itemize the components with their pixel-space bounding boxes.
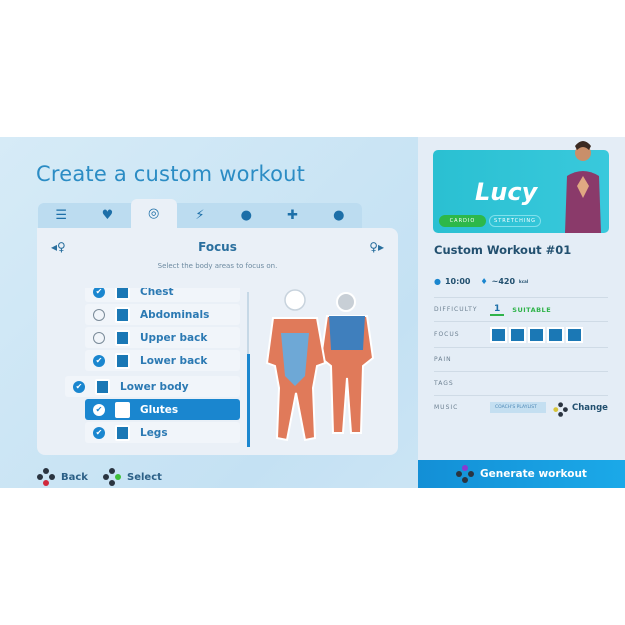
tab-cardio[interactable]: ♥ (84, 203, 130, 228)
body-map-figure (265, 289, 375, 442)
tag-cardio: CARDIO (439, 215, 486, 227)
focus-row[interactable]: FOCUS (434, 321, 608, 347)
abdominals-icon (115, 306, 130, 323)
music-row[interactable]: MUSIC COACH'S PLAYLIST Change (434, 395, 608, 419)
list-item-upper-back[interactable]: Upper back (85, 327, 240, 348)
legs-icon (115, 424, 130, 441)
prev-tab-bumper-icon[interactable]: ◂♀ (51, 240, 66, 254)
generate-workout-button[interactable]: Generate workout (418, 460, 625, 488)
bolt-icon: ⚡ (195, 208, 205, 223)
lower-body-icon (547, 326, 564, 343)
gamepad-y-button-icon (553, 401, 568, 417)
checkbox-checked-icon: ✔ (73, 380, 85, 393)
page-title: Create a custom workout (36, 162, 306, 186)
target-icon: ◎ (148, 206, 160, 221)
trainer-name: Lucy (475, 178, 538, 206)
tab-profile[interactable]: ● (316, 203, 362, 228)
workout-summary-panel: Lucy CARDIO STRETCHING Custom Workout #0… (418, 137, 625, 488)
back-figure (319, 292, 375, 434)
timer-icon: ● (434, 277, 441, 286)
next-tab-bumper-icon[interactable]: ♀▸ (369, 240, 384, 254)
list-item-chest[interactable]: ✔Chest (85, 288, 240, 302)
person-icon: ● (333, 208, 345, 223)
lower-back-icon (509, 326, 526, 343)
lower-body-icon (95, 378, 110, 395)
difficulty-value: 1 (490, 304, 505, 316)
pain-row[interactable]: PAIN (434, 347, 608, 371)
list-item-lower-back[interactable]: ✔Lower back (85, 350, 240, 371)
chest-icon (115, 288, 130, 300)
body-area-list: ✔Chest Abdominals Upper back ✔Lower back… (65, 288, 245, 450)
tags-row[interactable]: TAGS (434, 371, 608, 395)
clock-icon: ● (240, 208, 252, 223)
list-item-lower-body[interactable]: ✔Lower body (65, 376, 240, 397)
workout-name: Custom Workout #01 (434, 243, 572, 257)
bandage-icon: ✚ (287, 208, 298, 223)
upper-back-icon (115, 329, 130, 346)
checkbox-checked-icon: ✔ (93, 354, 105, 367)
sliders-icon: ☰ (55, 208, 67, 223)
tab-intensity[interactable]: ⚡ (177, 203, 223, 228)
tab-duration[interactable]: ● (223, 203, 269, 228)
screen: Create a custom workout ☰ ♥ ◎ ⚡ ● ✚ ● ◂♀… (0, 137, 625, 488)
tab-settings[interactable]: ☰ (38, 203, 84, 228)
tab-focus[interactable]: ◎ (130, 199, 177, 228)
gamepad-a-button-icon (103, 468, 121, 486)
list-item-abdominals[interactable]: Abdominals (85, 304, 240, 325)
gamepad-x-button-icon (456, 465, 475, 483)
flame-icon: ♦ (480, 277, 488, 286)
scrollbar-thumb[interactable] (247, 354, 250, 447)
music-playlist: COACH'S PLAYLIST (490, 402, 546, 413)
legs-icon (566, 326, 583, 343)
focus-panel: ◂♀ ♀▸ Focus Select the body areas to foc… (37, 228, 398, 455)
list-item-glutes[interactable]: ✔Glutes (85, 399, 240, 420)
select-hint[interactable]: Select (103, 468, 162, 486)
back-hint[interactable]: Back (37, 468, 88, 486)
change-music-button[interactable]: Change (572, 402, 608, 413)
checkbox-empty-icon (93, 308, 105, 321)
lower-back-icon (115, 352, 130, 369)
heart-pulse-icon: ♥ (101, 208, 114, 223)
trainer-banner: Lucy CARDIO STRETCHING (433, 141, 609, 233)
chest-icon (490, 326, 507, 343)
glutes-icon (115, 401, 130, 418)
glutes-icon (528, 326, 545, 343)
checkbox-checked-icon: ✔ (93, 403, 105, 416)
difficulty-status: SUITABLE (512, 305, 552, 314)
trainer-avatar (565, 141, 601, 233)
checkbox-empty-icon (93, 331, 105, 344)
list-item-legs[interactable]: ✔Legs (85, 422, 240, 443)
tag-stretching: STRETCHING (489, 215, 541, 227)
front-figure (265, 289, 327, 442)
focus-title: Focus (198, 240, 237, 254)
checkbox-checked-icon: ✔ (93, 288, 105, 298)
tab-pain[interactable]: ✚ (269, 203, 315, 228)
checkbox-checked-icon: ✔ (93, 426, 105, 439)
difficulty-row[interactable]: DIFFICULTY 1 SUITABLE (434, 297, 608, 321)
tab-bar: ☰ ♥ ◎ ⚡ ● ✚ ● (38, 199, 362, 228)
focus-subtitle: Select the body areas to focus on. (157, 262, 278, 270)
gamepad-b-button-icon (37, 468, 55, 486)
